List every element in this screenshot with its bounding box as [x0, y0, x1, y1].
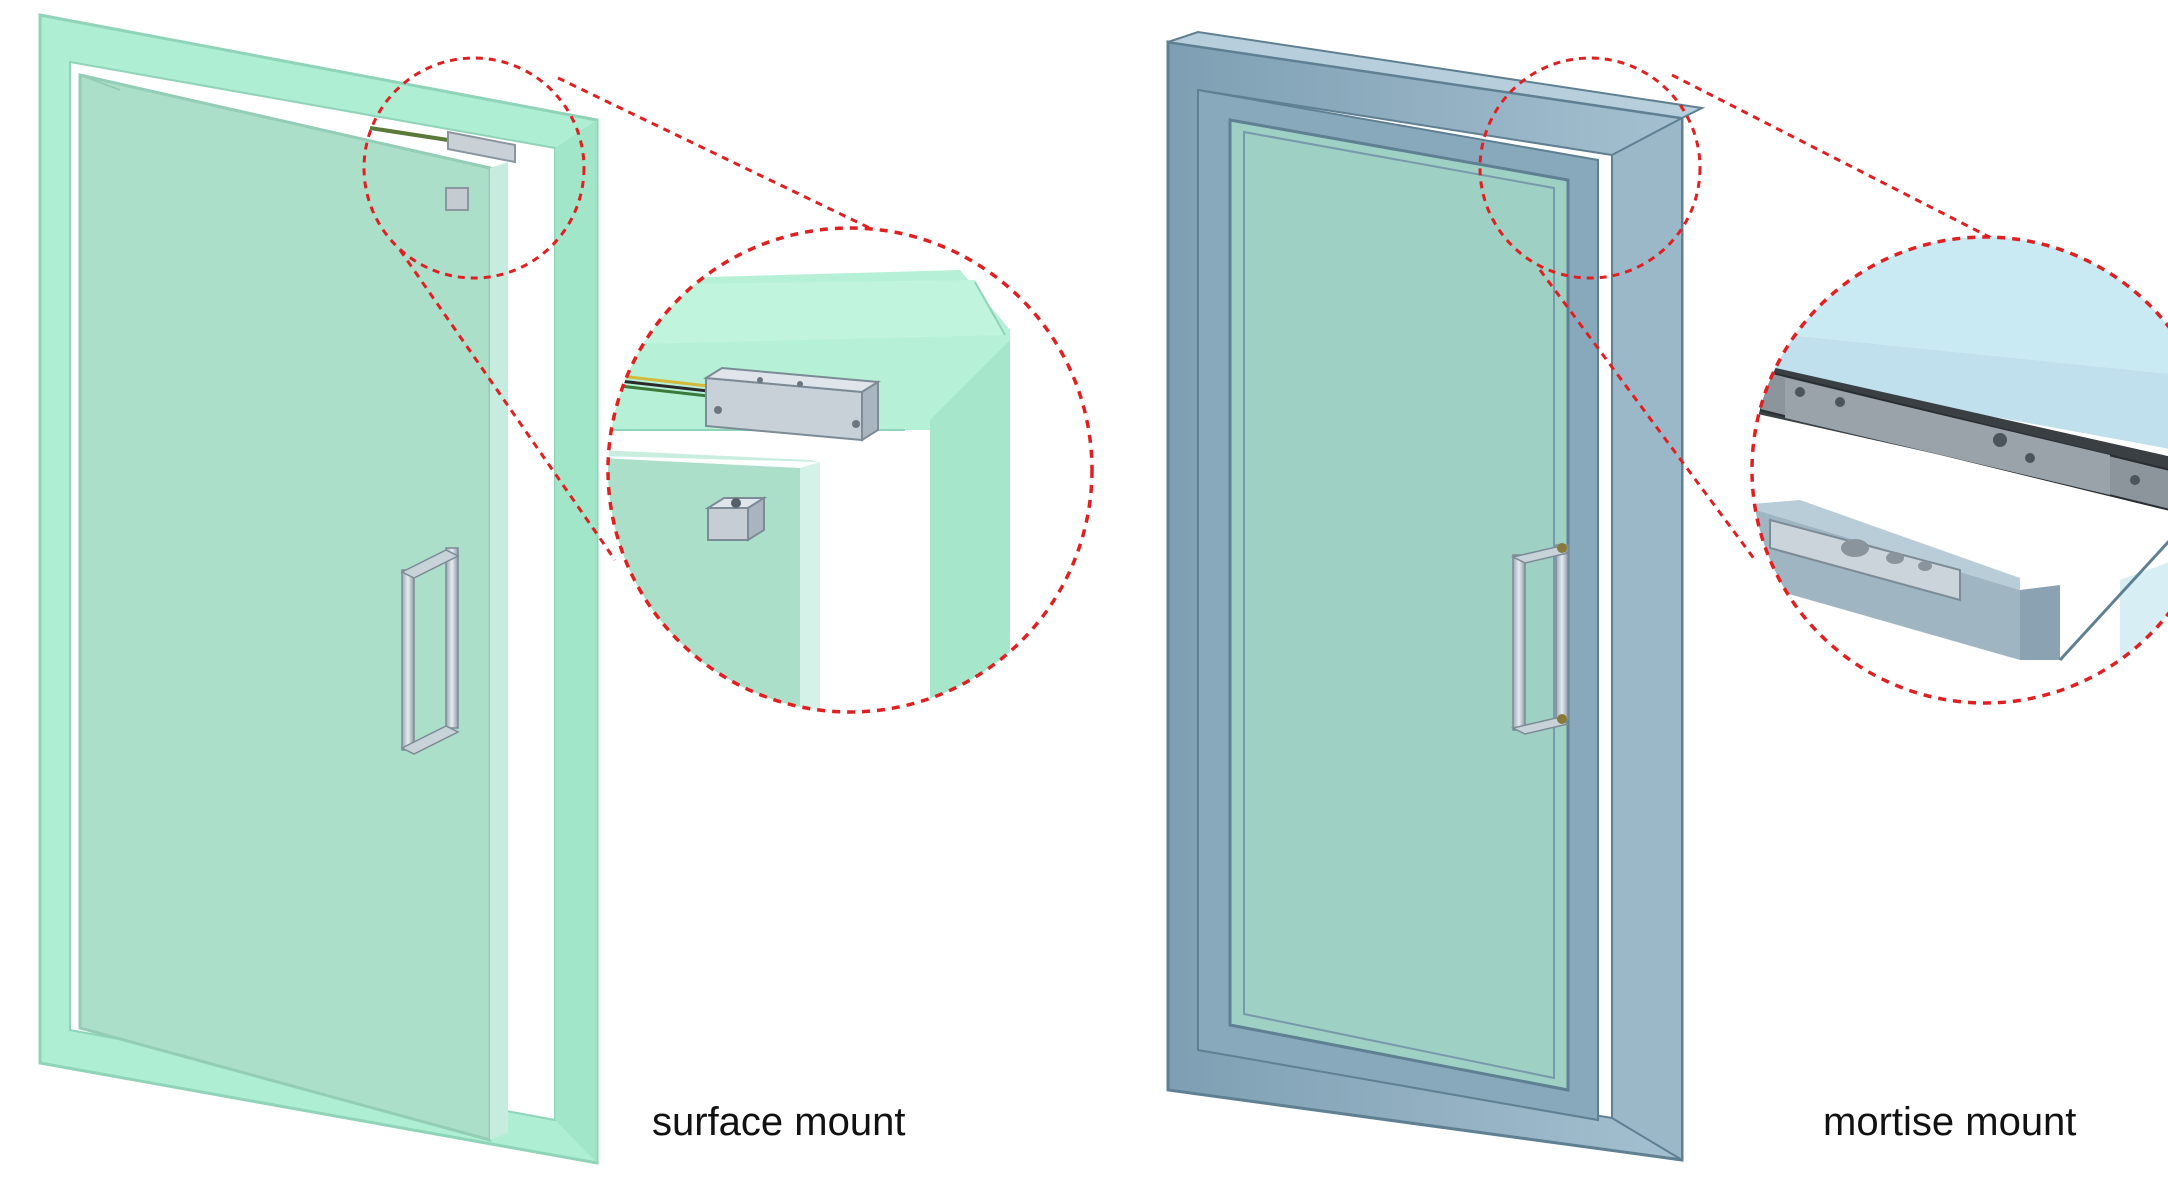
- mortise-mount-door: [1166, 30, 2168, 1162]
- steel-frame-top-depth: [1167, 30, 1706, 120]
- surface-detail-magnified: [608, 228, 1092, 712]
- surface-lock-icon: [369, 126, 516, 164]
- surface-mount-door: [38, 13, 1094, 1165]
- caption-surface-mount: surface mount: [652, 1100, 906, 1144]
- callout-circle-large-left: [606, 226, 1094, 714]
- door-glass-inner-frame: [1243, 130, 1555, 1080]
- pull-handle-right-icon: [1510, 543, 1571, 735]
- pull-handle-icon: [400, 547, 460, 755]
- door-leaf-edge: [490, 162, 508, 1140]
- callout-circle-small-right: [1478, 56, 1702, 280]
- callout-line-left-bottom: [398, 249, 617, 561]
- frame-side: [555, 120, 597, 1163]
- door-glass-panel: [1228, 118, 1570, 1092]
- mortise-detail-magnified: [1752, 237, 2168, 703]
- armature-icon: [445, 187, 469, 211]
- callout-circle-large-right: [1750, 235, 2168, 705]
- callout-circle-small-left: [362, 56, 586, 280]
- callout-line-right-bottom: [1538, 269, 1757, 561]
- callout-line-right-top: [1671, 73, 2006, 247]
- caption-mortise-mount: mortise mount: [1823, 1100, 2077, 1144]
- leaf-bevel: [79, 74, 121, 91]
- steel-frame-depth: [1611, 116, 1683, 1162]
- glass-door-leaf: [78, 73, 492, 1142]
- callout-line-left-top: [557, 76, 906, 247]
